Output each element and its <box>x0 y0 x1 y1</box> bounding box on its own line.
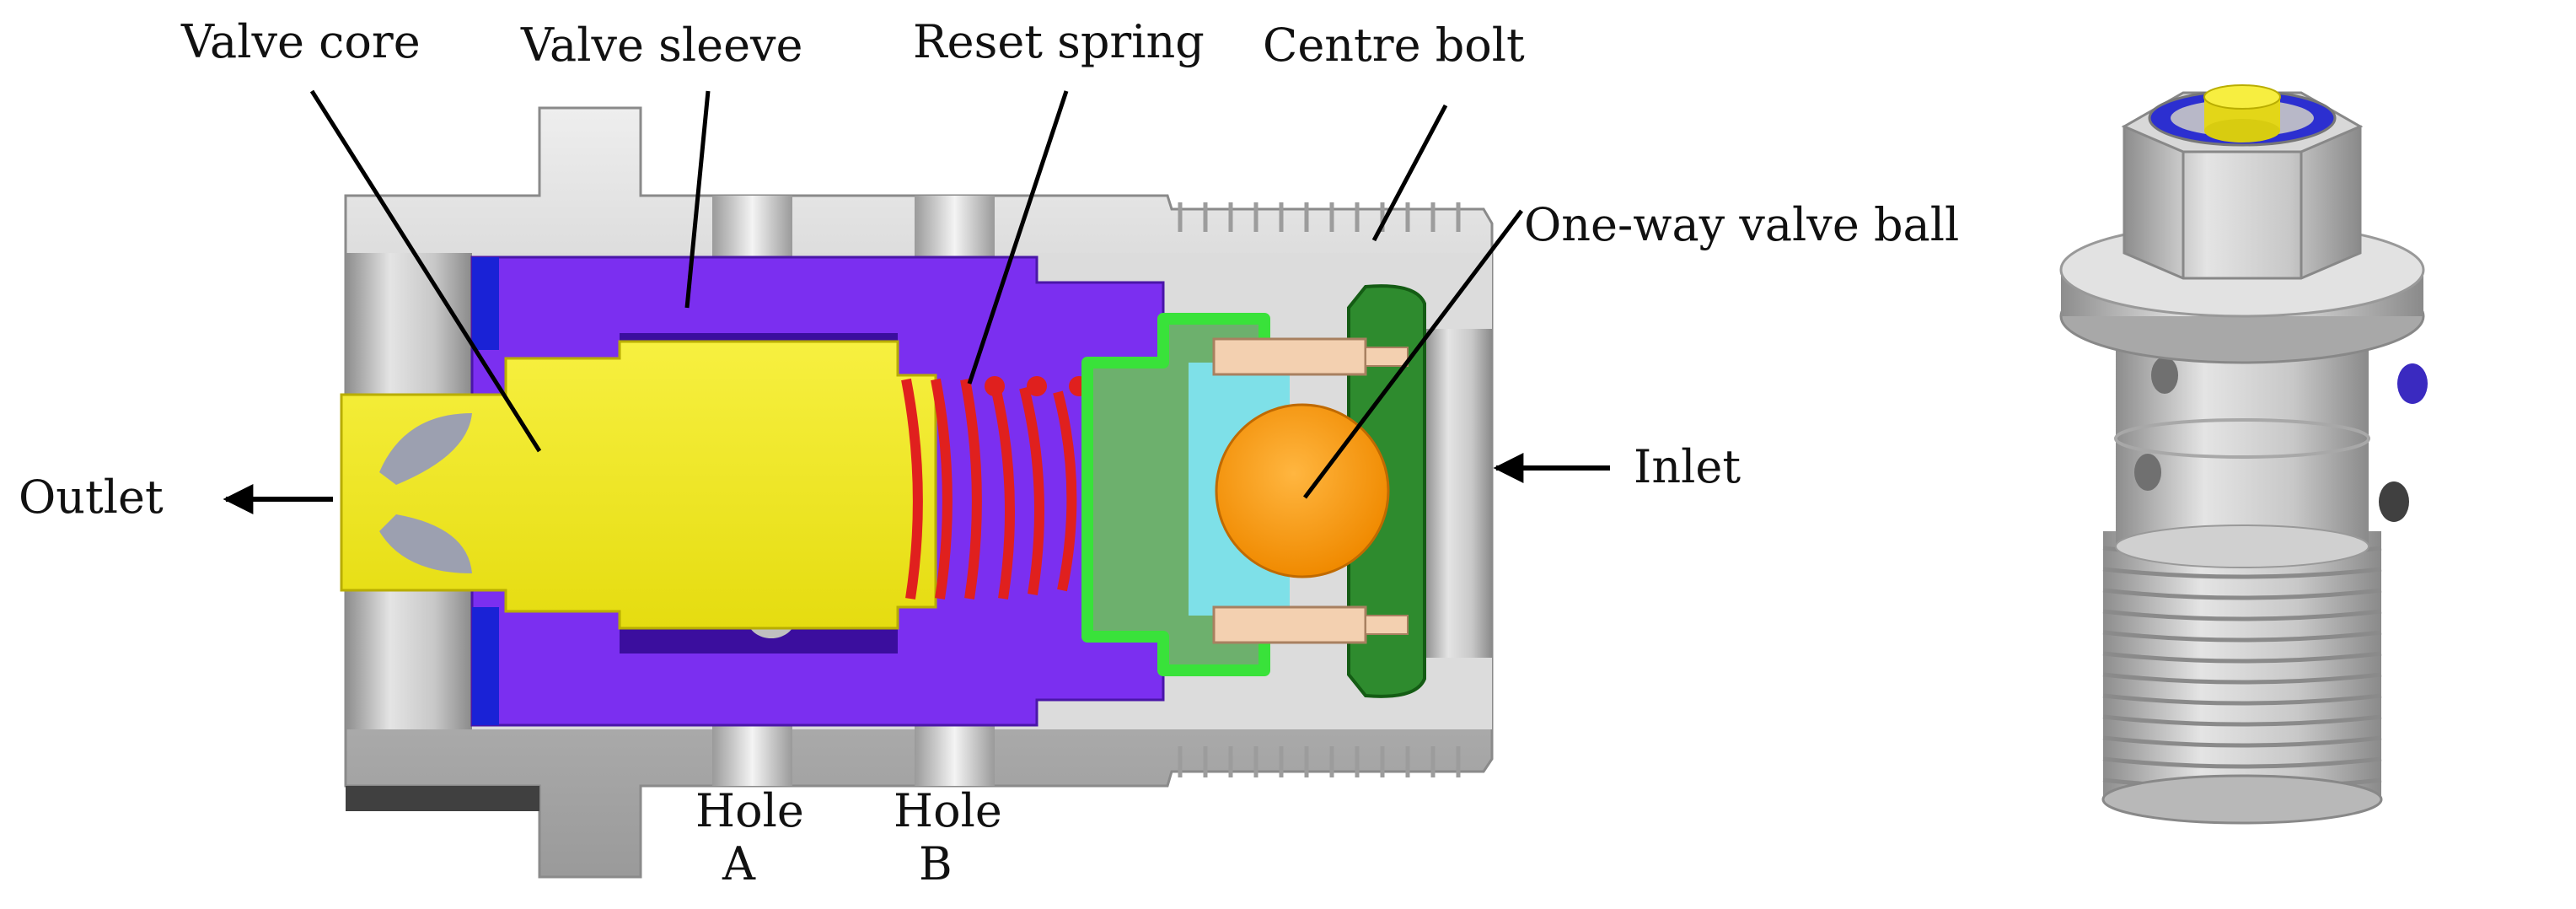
label-centre-bolt: Centre bolt <box>1263 19 1525 72</box>
label-hole-b-line2: B <box>919 837 953 890</box>
thread-top <box>1178 202 1461 232</box>
ext-core-top-bottom <box>2204 119 2280 143</box>
ext-thread-bottom <box>2101 774 2383 825</box>
leader-valve-sleeve <box>684 90 711 309</box>
label-outlet: Outlet <box>19 471 164 524</box>
label-one-way-valve-ball: One-way valve ball <box>1524 198 1959 251</box>
ext-mid-ring <box>2114 418 2370 459</box>
seal-bottom <box>472 607 499 725</box>
hole-b-bottom <box>915 717 995 786</box>
pin-top <box>1212 337 1367 376</box>
seal-top <box>472 257 499 350</box>
ext-hole-1 <box>2151 357 2178 394</box>
label-valve-core: Valve core <box>180 15 421 68</box>
outlet-port-lower <box>379 514 472 573</box>
bore-inlet-end <box>1425 329 1492 658</box>
hole-a-bottom <box>712 717 792 786</box>
label-inlet: Inlet <box>1634 440 1741 493</box>
label-valve-sleeve: Valve sleeve <box>520 19 803 72</box>
ext-mid-bottom <box>2115 524 2369 568</box>
leader-lines <box>309 89 1523 499</box>
pin-top-tip <box>1365 347 1409 367</box>
ext-hole-4 <box>2379 481 2409 522</box>
label-hole-a-line2: A <box>722 837 756 890</box>
ext-core-top <box>2203 84 2281 110</box>
hole-a-top <box>712 196 792 263</box>
leader-valve-core <box>309 89 542 453</box>
cross-section <box>340 106 1494 879</box>
label-hole-a-line1: Hole <box>695 784 804 837</box>
reset-spring <box>901 378 1077 600</box>
ext-threads <box>2102 546 2382 790</box>
leader-one-way-valve-ball <box>1303 209 1523 499</box>
bottom-strip <box>346 786 539 811</box>
leader-reset-spring <box>967 90 1069 385</box>
hole-b-top <box>915 196 995 263</box>
one-way-valve-ball <box>1215 403 1390 578</box>
ext-hole-3 <box>2134 454 2161 491</box>
outlet-port-upper <box>379 413 472 485</box>
thread-bottom <box>1178 746 1461 777</box>
pin-bottom-tip <box>1365 615 1409 635</box>
label-reset-spring: Reset spring <box>913 15 1205 68</box>
external-view <box>2059 84 2428 825</box>
ext-hole-2 <box>2397 363 2428 404</box>
pin-bottom <box>1212 605 1367 644</box>
label-hole-b-line1: Hole <box>894 784 1002 837</box>
valve-core <box>340 340 937 630</box>
leader-centre-bolt <box>1371 104 1448 242</box>
